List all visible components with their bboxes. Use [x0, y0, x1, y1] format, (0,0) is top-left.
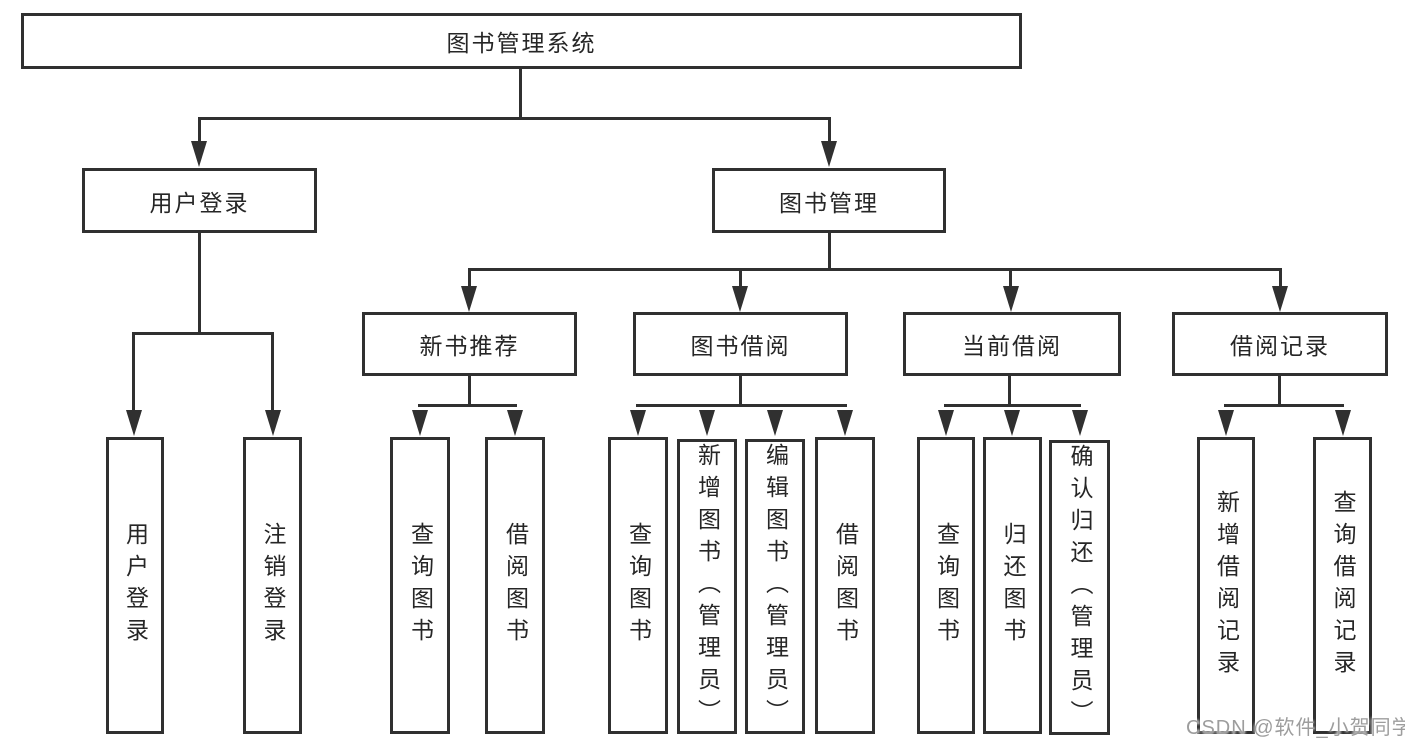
arrow-to-borrow-records — [1272, 286, 1288, 312]
connector-drop-new-book-rec — [468, 271, 471, 289]
leaf-rec-borrow-books: 借阅图书 — [485, 437, 545, 734]
arrow-to-cb-query — [938, 410, 954, 436]
leaf-cb-return-books-label: 归还图书 — [1000, 521, 1026, 650]
connector-mgmt-stem — [828, 233, 831, 271]
node-book-management: 图书管理 — [712, 168, 946, 233]
leaf-bb-add-books-admin-label: 新增图书（管理员） — [694, 442, 721, 731]
node-book-borrow-label: 图书借阅 — [690, 333, 791, 359]
arrow-to-current-borrow — [1003, 286, 1019, 312]
leaf-br-add-record-label: 新增借阅记录 — [1213, 489, 1240, 682]
leaf-rec-query-books-label: 查询图书 — [407, 521, 434, 650]
leaf-cb-query-books: 查询图书 — [917, 437, 975, 734]
node-new-book-recommend-label: 新书推荐 — [419, 333, 520, 359]
arrow-to-rec-borrow — [507, 410, 523, 436]
arrow-to-cb-confirm — [1072, 410, 1088, 436]
node-borrow-records: 借阅记录 — [1172, 312, 1388, 376]
leaf-br-query-record-label: 查询借阅记录 — [1330, 489, 1356, 682]
connector-rec-rail — [418, 404, 517, 407]
connector-rec-stem — [468, 376, 471, 406]
leaf-logout: 注销登录 — [243, 437, 302, 734]
leaf-bb-query-books: 查询图书 — [608, 437, 668, 734]
node-borrow-records-label: 借阅记录 — [1230, 333, 1330, 359]
connector-br-stem — [1278, 376, 1281, 406]
connector-drop-current-borrow — [1009, 271, 1012, 289]
leaf-cb-return-books: 归还图书 — [983, 437, 1042, 734]
connector-mgmt-rail — [468, 268, 1282, 271]
connector-drop-leaf-logout — [271, 332, 274, 411]
node-book-borrow: 图书借阅 — [633, 312, 848, 376]
connector-user-rail — [132, 332, 274, 335]
connector-drop-borrow-records — [1279, 271, 1282, 289]
connector-root-rail — [198, 117, 831, 120]
leaf-bb-borrow-books-label: 借阅图书 — [832, 521, 859, 650]
node-user-login: 用户登录 — [82, 168, 317, 233]
connector-bb-rail — [636, 404, 847, 407]
arrow-to-br-query — [1335, 410, 1351, 436]
leaf-br-query-record: 查询借阅记录 — [1313, 437, 1372, 734]
connector-drop-leaf-user-login — [132, 332, 135, 411]
node-current-borrow: 当前借阅 — [903, 312, 1121, 376]
leaf-rec-borrow-books-label: 借阅图书 — [502, 521, 529, 650]
connector-drop-book-borrow — [739, 271, 742, 289]
connector-drop-book-management — [828, 118, 831, 143]
connector-root-stem — [519, 68, 522, 118]
leaf-bb-edit-books-admin: 编辑图书（管理员） — [745, 439, 805, 734]
arrow-to-rec-query — [412, 410, 428, 436]
arrow-to-book-borrow — [732, 286, 748, 312]
leaf-bb-edit-books-admin-label: 编辑图书（管理员） — [762, 442, 789, 731]
arrow-to-bb-query — [630, 410, 646, 436]
leaf-br-add-record: 新增借阅记录 — [1197, 437, 1255, 734]
arrow-to-user-login — [191, 141, 207, 167]
connector-cb-stem — [1008, 376, 1011, 406]
connector-drop-user-login — [198, 118, 201, 143]
node-root-label: 图书管理系统 — [446, 30, 597, 56]
csdn-watermark: CSDN @软件_小贺同学 — [1186, 717, 1405, 739]
arrow-to-br-add — [1218, 410, 1234, 436]
arrow-to-bb-add — [699, 410, 715, 436]
leaf-user-login-label: 用户登录 — [122, 521, 149, 650]
connector-user-stem — [198, 233, 201, 335]
leaf-rec-query-books: 查询图书 — [390, 437, 450, 734]
connector-br-rail — [1224, 404, 1344, 407]
node-root: 图书管理系统 — [21, 13, 1022, 69]
leaf-user-login: 用户登录 — [106, 437, 164, 734]
arrow-to-leaf-logout — [265, 410, 281, 436]
node-current-borrow-label: 当前借阅 — [962, 333, 1062, 359]
leaf-cb-confirm-return-admin-label: 确认归还（管理员） — [1067, 443, 1093, 732]
leaf-cb-query-books-label: 查询图书 — [933, 521, 960, 650]
connector-bb-stem — [739, 376, 742, 406]
leaf-bb-add-books-admin: 新增图书（管理员） — [677, 439, 737, 734]
node-book-management-label: 图书管理 — [779, 189, 879, 216]
arrow-to-bb-borrow — [837, 410, 853, 436]
arrow-to-book-management — [821, 141, 837, 167]
arrow-to-bb-edit — [767, 410, 783, 436]
leaf-cb-confirm-return-admin: 确认归还（管理员） — [1049, 440, 1110, 735]
arrow-to-new-book-rec — [461, 286, 477, 312]
leaf-logout-label: 注销登录 — [260, 521, 286, 650]
connector-cb-rail — [944, 404, 1081, 407]
leaf-bb-query-books-label: 查询图书 — [625, 521, 652, 650]
arrow-to-cb-return — [1004, 410, 1020, 436]
leaf-bb-borrow-books: 借阅图书 — [815, 437, 875, 734]
node-new-book-recommend: 新书推荐 — [362, 312, 577, 376]
arrow-to-leaf-user-login — [126, 410, 142, 436]
node-user-login-label: 用户登录 — [149, 189, 250, 216]
